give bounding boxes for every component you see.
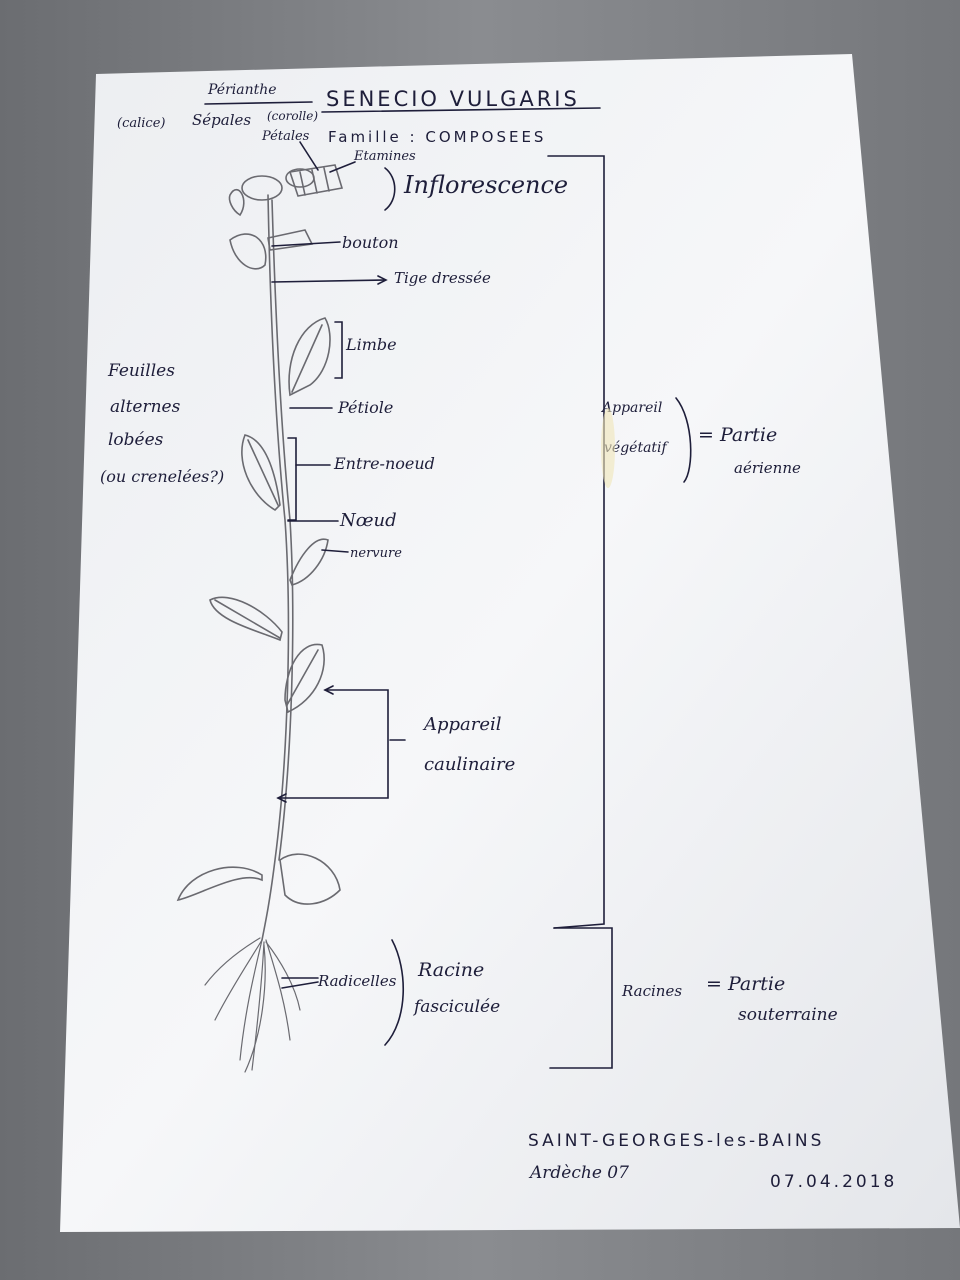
label-appareil-caulinaire-1: Appareil bbox=[422, 714, 502, 735]
label-tige: Tige dressée bbox=[394, 269, 491, 287]
label-perianthe: Périanthe bbox=[207, 82, 277, 98]
label-partie-souterraine-2: souterraine bbox=[738, 1005, 838, 1025]
label-racine-1: Racine bbox=[417, 959, 484, 981]
location-line-1: SAINT-GEORGES-les-BAINS bbox=[528, 1131, 824, 1151]
label-partie-aerienne-2: aérienne bbox=[734, 459, 801, 477]
leaf-lower-right bbox=[284, 643, 325, 714]
plant-stem bbox=[261, 194, 290, 941]
paper-sheet bbox=[60, 54, 960, 1232]
label-limbe: Limbe bbox=[345, 335, 397, 354]
label-feuilles-4: (ou crenelées?) bbox=[100, 467, 224, 486]
family-label: Famille : COMPOSEES bbox=[328, 128, 546, 146]
label-partie-aerienne-1: = Partie bbox=[698, 424, 777, 446]
label-corolle: (corolle) bbox=[267, 109, 318, 123]
label-radicelles: Radicelles bbox=[317, 972, 397, 990]
paper-stain bbox=[601, 408, 615, 488]
label-feuilles-3: lobées bbox=[108, 430, 164, 450]
label-feuilles-2: alternes bbox=[110, 397, 181, 417]
label-appareil-vegetatif-2: végétatif bbox=[604, 440, 670, 456]
sheet-title: SENECIO VULGARIS bbox=[326, 87, 580, 111]
label-sepales: Sépales bbox=[192, 111, 251, 129]
sheet-date: 07.04.2018 bbox=[770, 1172, 897, 1192]
label-etamines: Etamines bbox=[353, 149, 416, 164]
label-partie-souterraine-1: = Partie bbox=[706, 973, 785, 995]
leaf-lower-left bbox=[209, 596, 283, 642]
label-noeud: Nœud bbox=[339, 510, 397, 531]
inflorescence-drawing bbox=[228, 164, 344, 217]
label-petales: Pétales bbox=[261, 129, 310, 144]
label-inflorescence: Inflorescence bbox=[403, 171, 568, 199]
label-nervure: nervure bbox=[350, 546, 402, 561]
label-feuilles-1: Feuilles bbox=[107, 361, 175, 381]
leaf-left-mid bbox=[241, 434, 281, 512]
racines-bracket bbox=[549, 927, 613, 1069]
label-calice: (calice) bbox=[117, 116, 165, 131]
label-racine-2: fasciculée bbox=[412, 997, 500, 1017]
label-petiole: Pétiole bbox=[337, 398, 393, 417]
label-appareil-caulinaire-2: caulinaire bbox=[424, 754, 515, 775]
label-bouton: bouton bbox=[342, 233, 399, 252]
label-appareil-vegetatif-1: Appareil bbox=[600, 400, 662, 416]
root-drawing bbox=[204, 937, 301, 1073]
vegetatif-bracket bbox=[547, 155, 605, 929]
location-line-2: Ardèche 07 bbox=[528, 1163, 629, 1183]
label-entre-noeud: Entre-noeud bbox=[333, 454, 435, 473]
leaf-limbe bbox=[288, 317, 331, 397]
label-racines: Racines bbox=[621, 982, 682, 1000]
